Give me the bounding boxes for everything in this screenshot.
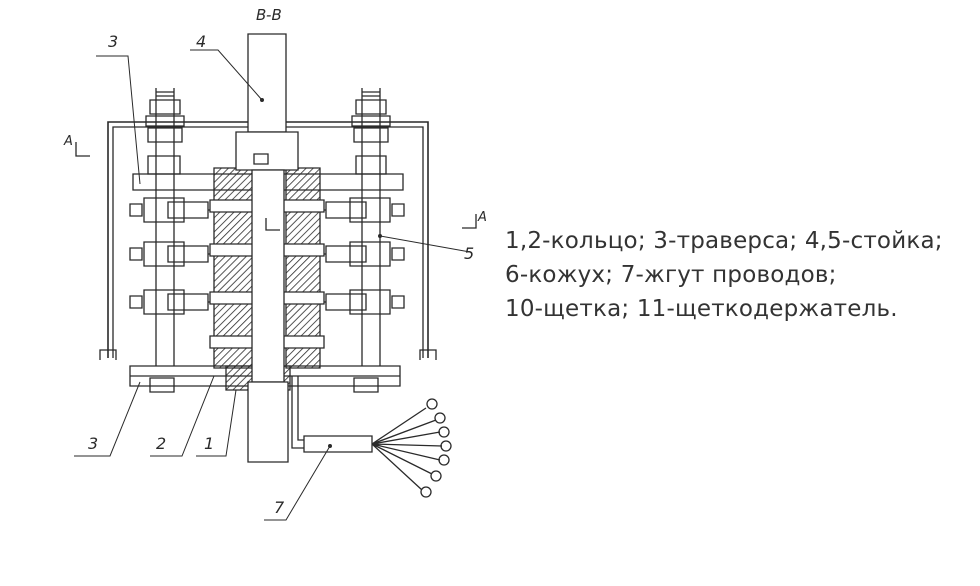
callout-2: 2 [156, 434, 167, 453]
callout-7: 7 [274, 498, 285, 517]
legend-line-3: 10-щетка; 11-щеткодержатель. [505, 296, 898, 322]
callout-4: 4 [196, 32, 207, 51]
callout-3-bottom: 3 [88, 434, 99, 453]
leader-lines [74, 50, 470, 520]
right-brush-holders [312, 198, 404, 314]
legend-line-1: 1,2-кольцо; 3-траверса; 4,5-стойка; [505, 228, 943, 254]
wire-harness [292, 376, 451, 497]
callout-1: 1 [204, 434, 215, 453]
section-title: B-B [256, 6, 282, 24]
section-mark-left: A [64, 134, 73, 149]
legend-line-2: 6-кожух; 7-жгут проводов; [505, 262, 837, 288]
callout-3-top: 3 [108, 32, 119, 51]
callout-5: 5 [464, 244, 475, 263]
section-mark-right: A [478, 210, 487, 225]
right-stud [352, 88, 390, 366]
left-brush-holders [130, 198, 222, 314]
central-shaft [236, 34, 298, 462]
section-marks [76, 142, 476, 228]
left-stud [146, 88, 184, 366]
